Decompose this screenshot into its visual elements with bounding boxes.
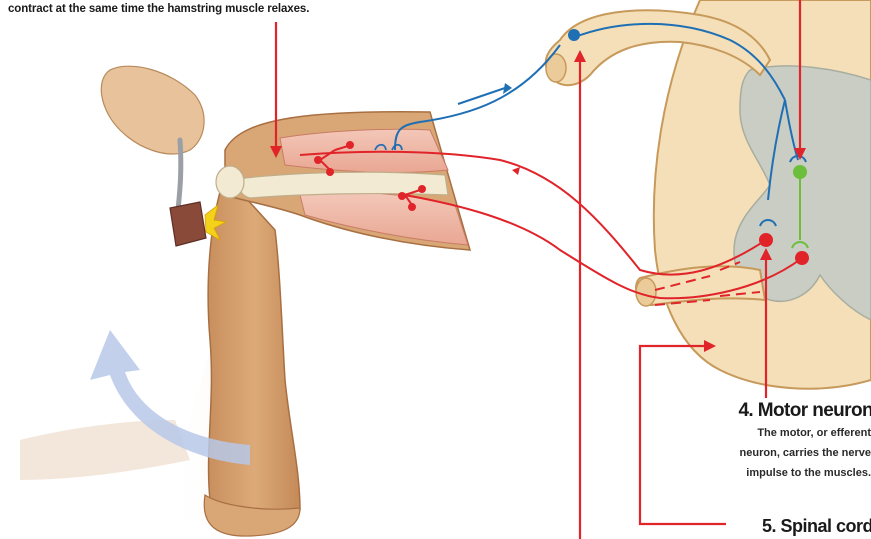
motor-neuron-description-line: neuron, carries the nerve — [740, 447, 871, 459]
motor-neuron-description-line: impulse to the muscles. — [746, 467, 871, 479]
motor-neuron-cell-body-2 — [795, 251, 809, 265]
motor-neuron-description-line: The motor, or efferent — [757, 427, 871, 439]
motor-neuron-title: 4. Motor neuron — [738, 400, 871, 422]
spinal-cord-title: 5. Spinal cord — [762, 516, 871, 537]
femur — [239, 172, 448, 198]
sensory-neuron-cell-body — [568, 29, 580, 41]
motor-neuron-cell-body-1 — [759, 233, 773, 247]
spinal-cord — [546, 0, 871, 389]
intro-caption: contract at the same time the hamstring … — [8, 3, 309, 15]
reflex-hammer-icon — [101, 66, 226, 246]
leg — [20, 112, 470, 536]
